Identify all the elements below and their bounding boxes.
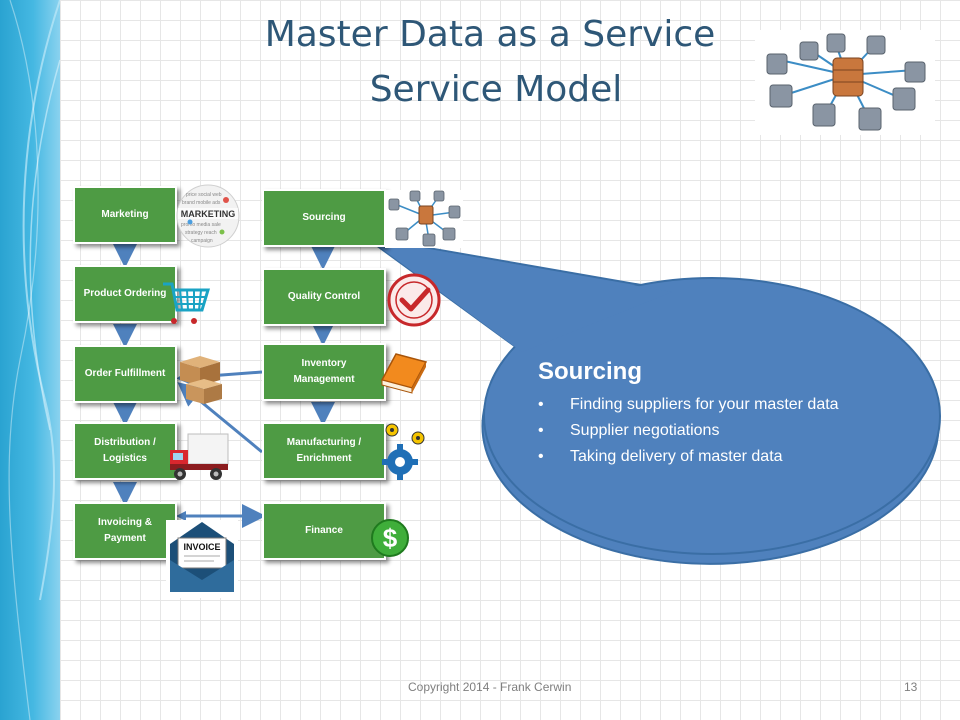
box-manufacturing-enrichment[interactable]: Manufacturing / Enrichment bbox=[262, 422, 386, 480]
svg-text:promo media sale: promo media sale bbox=[181, 222, 221, 228]
box-finance[interactable]: Finance bbox=[262, 502, 386, 560]
left-decorative-band bbox=[0, 0, 60, 720]
callout-heading: Sourcing bbox=[538, 358, 643, 385]
svg-text:price social web: price social web bbox=[186, 192, 222, 198]
gears-icon bbox=[382, 423, 425, 480]
band-swirl-decoration bbox=[8, 0, 60, 720]
box-order-fulfillment[interactable]: Order Fulfillment bbox=[73, 345, 177, 403]
dollar-symbol: $ bbox=[383, 523, 398, 553]
box-marketing[interactable]: Marketing bbox=[73, 186, 177, 244]
callout-bullet: Taking delivery of master data bbox=[538, 444, 938, 470]
shopping-cart-icon bbox=[163, 282, 211, 324]
box-invoicing-payment[interactable]: Invoicing & Payment bbox=[73, 502, 177, 560]
invoice-label: INVOICE bbox=[183, 542, 220, 552]
box-inventory-management[interactable]: Inventory Management bbox=[262, 343, 386, 401]
svg-text:campaign: campaign bbox=[191, 238, 213, 244]
delivery-truck-icon bbox=[170, 433, 229, 480]
svg-text:brand mobile ads: brand mobile ads bbox=[182, 200, 221, 206]
svg-text:strategy reach: strategy reach bbox=[185, 230, 217, 236]
title-line-2: Service Model bbox=[369, 69, 623, 110]
marketing-sphere-label: MARKETING bbox=[181, 209, 236, 219]
callout-bullet-list: Finding suppliers for your master data S… bbox=[538, 392, 938, 470]
sourcing-network-icon bbox=[385, 190, 463, 248]
box-distribution-logistics[interactable]: Distribution / Logistics bbox=[73, 422, 177, 480]
box-product-ordering[interactable]: Product Ordering bbox=[73, 265, 177, 323]
page-number: 13 bbox=[904, 680, 918, 694]
callout-bullet: Supplier negotiations bbox=[538, 418, 938, 444]
book-icon bbox=[380, 353, 428, 394]
packages-icon bbox=[180, 356, 222, 404]
title-line-1: Master Data as a Service bbox=[264, 14, 716, 55]
box-sourcing[interactable]: Sourcing bbox=[262, 189, 386, 247]
callout-content: Sourcing Finding suppliers for your mast… bbox=[538, 358, 938, 470]
arrow-finance-to-invoicing-head bbox=[176, 511, 186, 521]
dollar-coin-icon: $ bbox=[371, 519, 409, 557]
copyright-footer: Copyright 2014 - Frank Cerwin bbox=[408, 680, 572, 694]
marketing-sphere-icon: price social web brand mobile ads promo … bbox=[176, 184, 240, 248]
callout-bullet: Finding suppliers for your master data bbox=[538, 392, 938, 418]
box-quality-control[interactable]: Quality Control bbox=[262, 268, 386, 326]
invoice-envelope-icon: INVOICE bbox=[166, 520, 238, 598]
quality-certified-stamp-icon bbox=[387, 273, 441, 327]
database-network-icon bbox=[755, 30, 935, 135]
